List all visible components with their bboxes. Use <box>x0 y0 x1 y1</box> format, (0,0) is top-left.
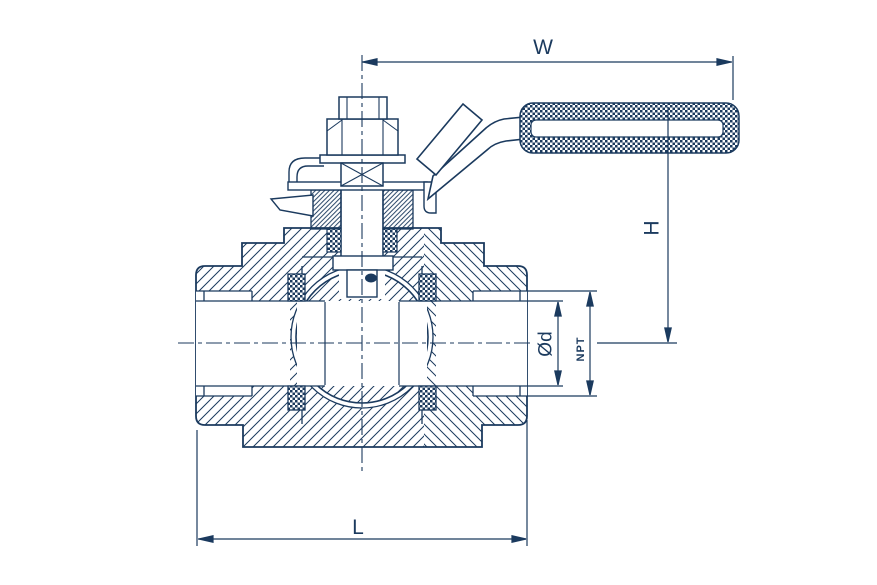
dimensions <box>196 56 734 546</box>
seat-bottom-right <box>418 385 437 411</box>
dim-label-l: L <box>352 516 364 539</box>
stem-flange <box>332 255 394 271</box>
stem-pin <box>365 273 377 283</box>
packing-right <box>382 228 398 253</box>
handle-lock-tab <box>415 102 484 177</box>
centerlines <box>178 55 677 472</box>
dim-label-npt: NPT <box>575 337 587 362</box>
dim-label-h: H <box>641 220 664 235</box>
dim-label-bore: Ød <box>536 331 557 356</box>
handle-stop-tab <box>269 194 314 217</box>
seat-rings <box>287 273 437 411</box>
handle-assembly <box>415 102 740 202</box>
stem-top <box>338 96 388 120</box>
packing-left <box>326 228 342 253</box>
gland-right <box>382 189 414 230</box>
dim-label-w: W <box>533 36 553 59</box>
seat-top-right <box>418 273 437 302</box>
seat-bottom-left <box>287 385 306 411</box>
gland-left <box>310 189 342 230</box>
handle-grip-core <box>530 119 724 138</box>
dimension-labels: W H L Ød NPT <box>352 36 663 539</box>
stem-assembly <box>302 184 422 299</box>
seat-top-left <box>287 273 306 302</box>
